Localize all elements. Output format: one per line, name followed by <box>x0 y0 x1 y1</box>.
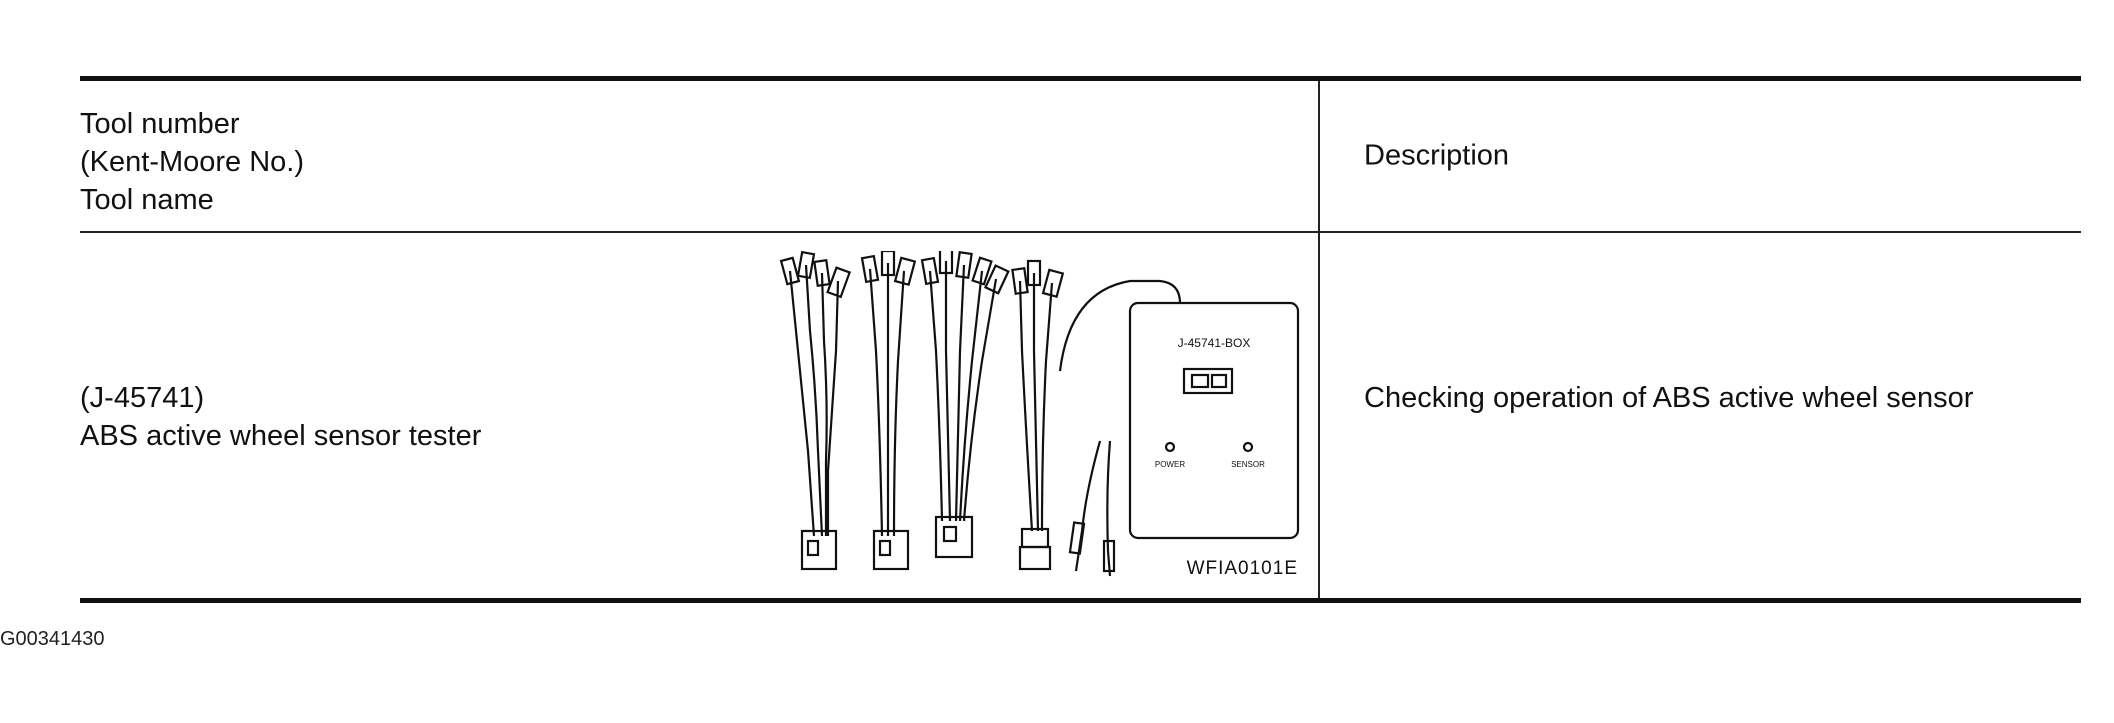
figure-code: WFIA0101E <box>1186 558 1298 579</box>
header-tool-name: Tool name <box>80 184 214 216</box>
document-code: G00341430 <box>0 628 105 650</box>
power-label: POWER <box>1155 460 1185 469</box>
tool-text: (J-45741) ABS active wheel sensor tester <box>80 379 481 455</box>
header-tool-number: Tool number <box>80 108 240 140</box>
tool-number: (J-45741) <box>80 382 205 414</box>
header-kent-moore: (Kent-Moore No.) <box>80 146 305 178</box>
header-tool-text: Tool number (Kent-Moore No.) Tool name <box>80 105 304 219</box>
tool-illustration: J-45741-BOX POWER SENSOR WFIA0101E <box>770 247 1310 586</box>
tool-name: ABS active wheel sensor tester <box>80 420 482 452</box>
sensor-tester-drawing: J-45741-BOX POWER SENSOR <box>779 247 1300 577</box>
header-description-cell: Description <box>1320 81 2081 231</box>
tool-cell: (J-45741) ABS active wheel sensor tester <box>80 233 1320 598</box>
header-description: Description <box>1364 139 1510 172</box>
sensor-label: SENSOR <box>1231 460 1265 469</box>
description-cell: Checking operation of ABS active wheel s… <box>1320 233 2081 598</box>
tool-description: Checking operation of ABS active wheel s… <box>1364 382 1974 414</box>
table-row: (J-45741) ABS active wheel sensor tester <box>80 233 2081 598</box>
box-label: J-45741-BOX <box>1178 336 1251 350</box>
header-tool-cell: Tool number (Kent-Moore No.) Tool name <box>80 81 1320 231</box>
table-header-row: Tool number (Kent-Moore No.) Tool name D… <box>80 81 2081 233</box>
special-service-tools-table: Tool number (Kent-Moore No.) Tool name D… <box>80 76 2081 603</box>
